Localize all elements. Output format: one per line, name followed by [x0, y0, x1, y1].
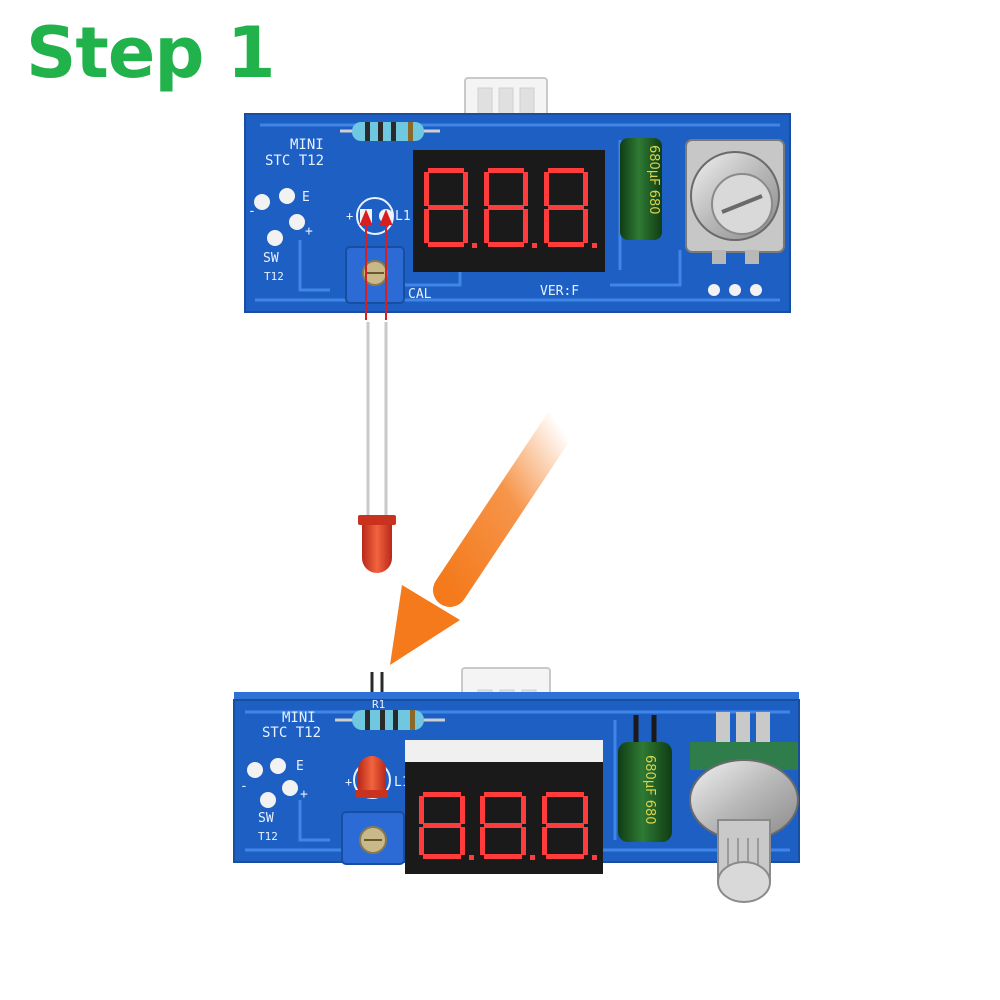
arrow-down-left-icon — [390, 408, 577, 665]
top-label-model: STC T12 — [265, 153, 324, 169]
bottom-rotary-encoder — [689, 712, 799, 903]
installed-led — [353, 756, 391, 799]
top-label-cal: CAL — [408, 287, 432, 302]
bottom-label-plus: + — [300, 787, 308, 802]
bottom-label-minus: - — [240, 779, 248, 794]
top-pin-pads — [254, 188, 305, 246]
top-label-l1: L1 — [395, 209, 411, 224]
top-label-plus: + — [305, 224, 313, 239]
top-label-mini: MINI — [290, 137, 324, 153]
top-trimmer-potentiometer — [345, 246, 405, 304]
bottom-label-model: STC T12 — [262, 725, 321, 741]
bottom-resistor: R1 — [335, 698, 445, 730]
top-rotary-encoder — [685, 139, 785, 264]
bottom-label-led-plus: + — [345, 775, 352, 789]
bottom-label-r1: R1 — [372, 698, 385, 711]
top-encoder-pads — [708, 284, 762, 296]
top-capacitor-label: 680µF 680 — [646, 145, 661, 215]
bottom-capacitor-label: 680µF 680 — [642, 755, 657, 825]
bottom-label-mini: MINI — [282, 710, 316, 726]
top-resistor — [340, 122, 440, 141]
top-label-version: VER:F — [540, 284, 579, 299]
top-label-t12: T12 — [264, 270, 284, 283]
top-label-led-plus: + — [346, 209, 353, 223]
bottom-label-e: E — [296, 759, 304, 774]
top-display-segments — [424, 168, 597, 248]
top-label-e: E — [302, 190, 310, 205]
top-label-minus: - — [248, 204, 256, 219]
top-label-sw: SW — [263, 251, 279, 266]
bottom-capacitor: 680µF 680 — [618, 715, 672, 842]
bottom-pin-pads — [247, 758, 298, 808]
top-pcb-board: MINI STC T12 E + - SW T12 + L1 CAL — [244, 77, 791, 313]
step-title: Step 1 — [26, 12, 276, 94]
bottom-label-sw: SW — [258, 811, 274, 826]
bottom-label-t12: T12 — [258, 830, 278, 843]
bottom-7-segment-display — [405, 740, 603, 874]
top-7-segment-display — [413, 150, 605, 272]
top-capacitor: 680µF 680 — [620, 138, 662, 240]
guide-lines — [359, 209, 393, 320]
bottom-display-segments — [419, 792, 597, 860]
bottom-pcb-board: R1 MINI STC T12 E + - SW T12 + L1 — [233, 667, 800, 903]
red-led-icon — [358, 322, 396, 573]
bottom-trimmer-potentiometer — [341, 811, 405, 865]
